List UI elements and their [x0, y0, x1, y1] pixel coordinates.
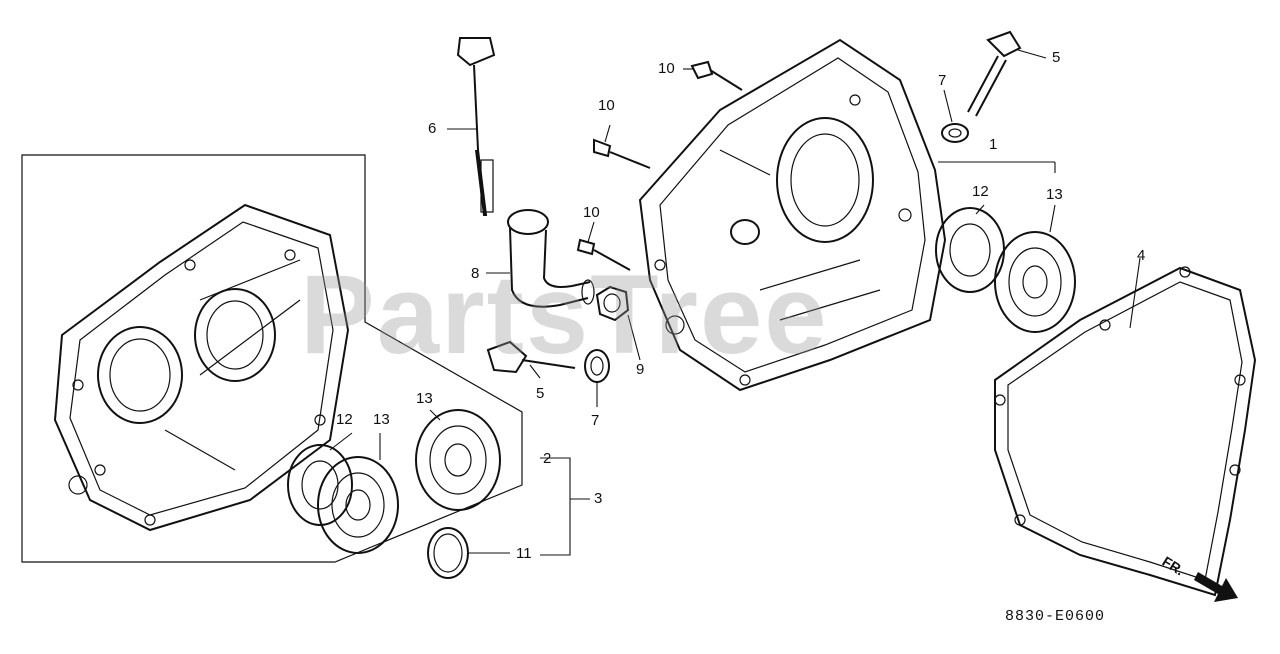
left-bearing-13-inner [317, 456, 399, 554]
left-bearing-13-outer [415, 409, 501, 511]
drain-plug-5-lower [486, 340, 576, 374]
bolt-10-lower [576, 238, 631, 271]
nut-9 [595, 285, 630, 322]
callout-10-middle: 10 [598, 97, 615, 114]
bolt-10-middle [593, 138, 651, 169]
callout-6: 6 [428, 120, 437, 137]
diagram-reference-code: 8830-E0600 [1005, 608, 1106, 625]
right-bearing-13 [994, 231, 1076, 333]
left-bearing-12 [287, 444, 353, 526]
dipstick-6 [456, 37, 496, 216]
callout-1: 1 [989, 136, 998, 153]
watermark: PartsTree [300, 252, 829, 377]
callout-13-left-inner: 13 [373, 411, 390, 428]
callout-11: 11 [516, 545, 532, 562]
washer-7-upper [941, 123, 969, 143]
callout-5-upper: 5 [1052, 49, 1061, 66]
right-bearing-12 [935, 207, 1005, 293]
gasket-4 [994, 266, 1257, 597]
callout-12-left: 12 [336, 411, 353, 428]
callout-9: 9 [636, 361, 645, 378]
right-crankcase-cover [638, 38, 947, 392]
bolt-10-top [690, 60, 743, 91]
callout-7-upper: 7 [938, 72, 947, 89]
leader-lines [329, 49, 1141, 556]
callout-8: 8 [471, 265, 480, 282]
callout-13-left-outer: 13 [416, 390, 433, 407]
left-crankcase-cover [53, 203, 350, 532]
callout-7-lower: 7 [591, 412, 600, 429]
washer-7-lower [584, 349, 610, 383]
callout-4: 4 [1137, 247, 1146, 264]
left-assembly-boundary [21, 154, 523, 563]
oil-filler-elbow-8 [507, 209, 595, 308]
callout-10-top: 10 [658, 60, 675, 77]
callout-5-lower: 5 [536, 385, 545, 402]
oil-seal-11 [427, 527, 469, 579]
callout-13-right: 13 [1046, 186, 1063, 203]
oil-plug-5-upper [967, 30, 1022, 117]
callout-3: 3 [594, 490, 603, 507]
callout-10-lower: 10 [583, 204, 600, 221]
callout-2: 2 [543, 450, 552, 467]
callout-12-right: 12 [972, 183, 989, 200]
front-direction-arrow-icon [1194, 572, 1238, 602]
